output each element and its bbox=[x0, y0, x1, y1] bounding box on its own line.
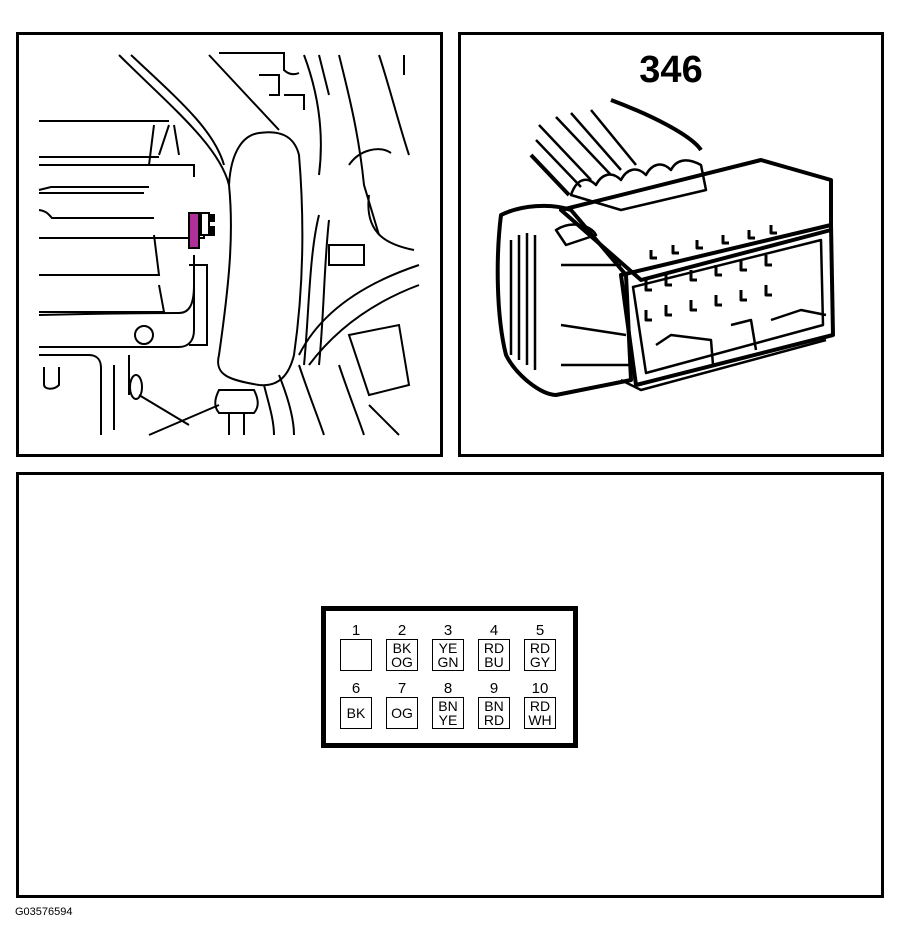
pin-number: 6 bbox=[351, 680, 361, 697]
pin-number: 8 bbox=[443, 680, 453, 697]
connector-number-label: 346 bbox=[639, 49, 703, 91]
figure-id-label: G03576594 bbox=[15, 906, 73, 918]
connector-location-panel bbox=[16, 32, 443, 457]
pin-6: 6 BK bbox=[338, 681, 374, 729]
pin-number: 3 bbox=[443, 622, 453, 639]
pin-1: 1 bbox=[338, 623, 374, 671]
pin-number: 1 bbox=[351, 622, 361, 639]
pin-number: 7 bbox=[397, 680, 407, 697]
pin-wire-color bbox=[340, 639, 372, 671]
pin-number: 5 bbox=[535, 622, 545, 639]
pin-wire-color: BK bbox=[340, 697, 372, 729]
pin-number: 9 bbox=[489, 680, 499, 697]
pin-number: 2 bbox=[397, 622, 407, 639]
pin-number: 10 bbox=[531, 680, 549, 697]
pin-number: 4 bbox=[489, 622, 499, 639]
connector-illustration-panel: 346 bbox=[458, 32, 884, 457]
pin-wire-color: OG bbox=[386, 697, 418, 729]
connector-housing-drawing bbox=[495, 98, 835, 397]
pin-7: 7 OG bbox=[384, 681, 420, 729]
engine-bay-drawing bbox=[38, 52, 420, 436]
